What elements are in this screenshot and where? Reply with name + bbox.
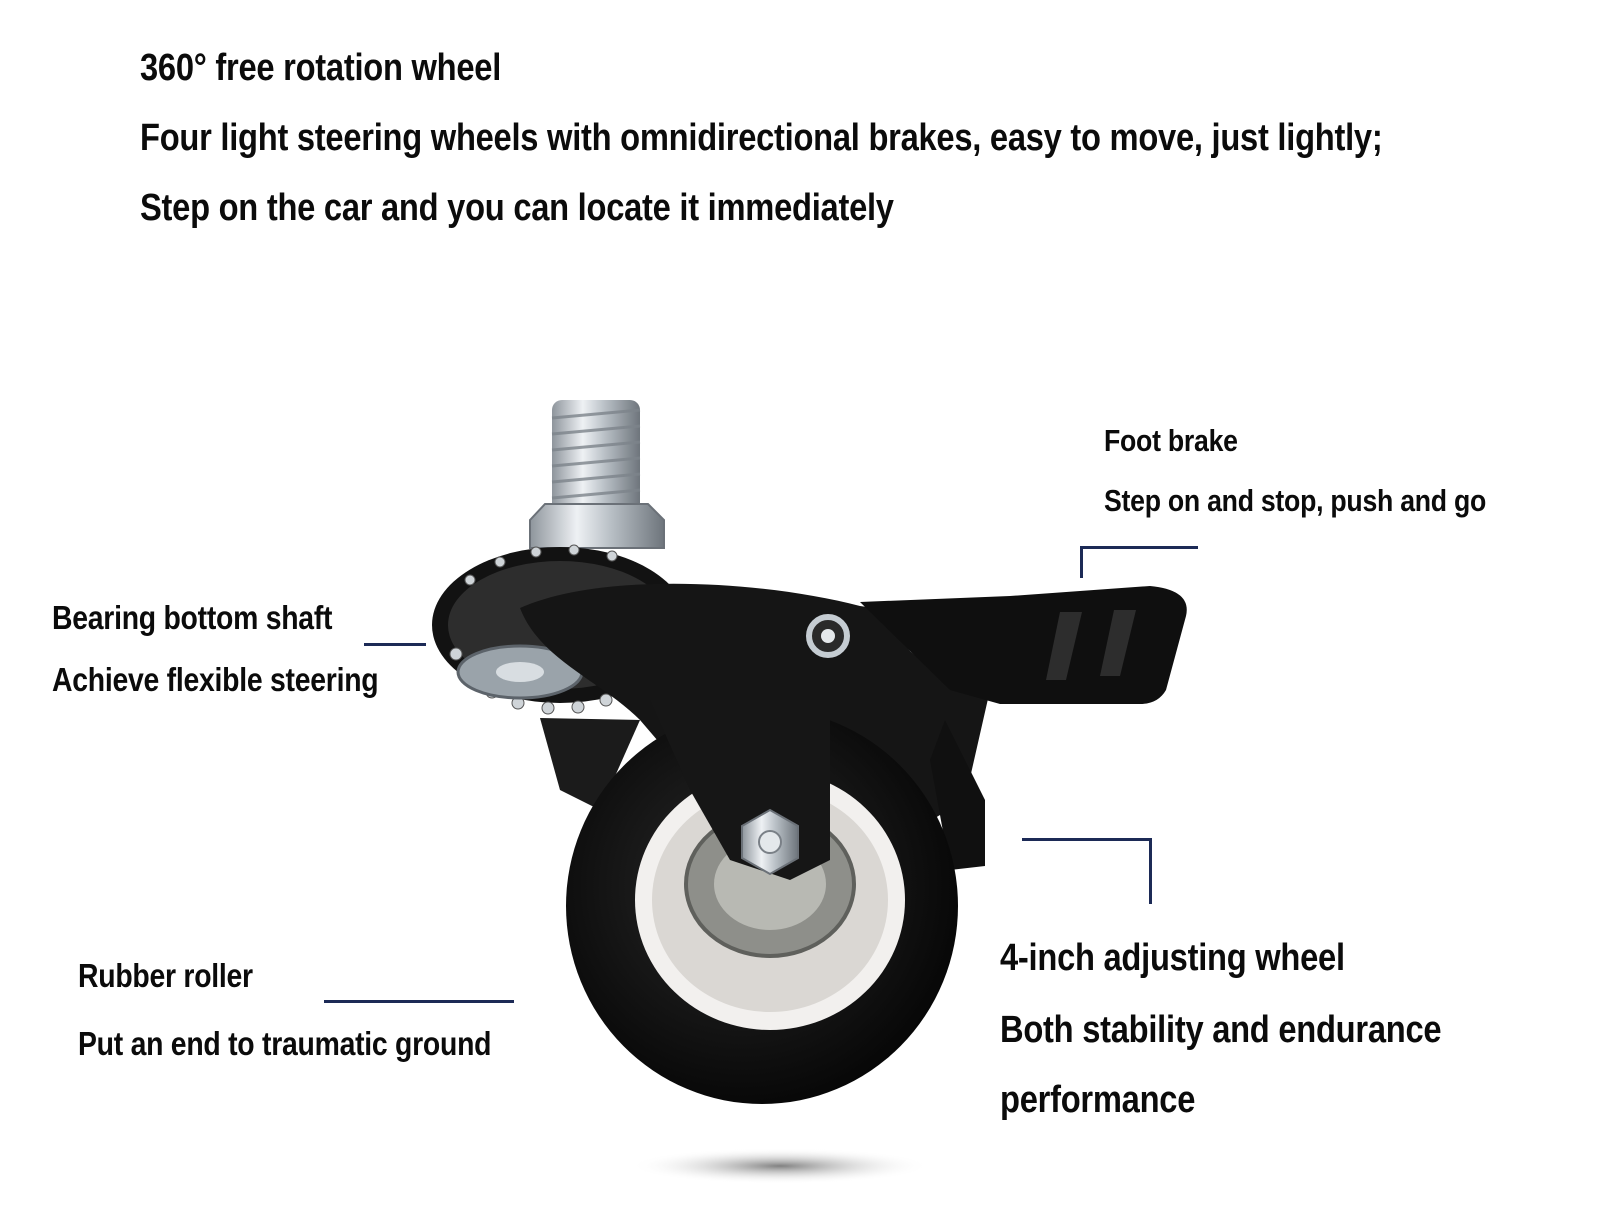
header-line-1: Four light steering wheels with omnidire… — [140, 117, 1383, 159]
roller-title: Rubber roller — [78, 957, 253, 994]
floor-shadow — [630, 1148, 930, 1184]
wheel-title: 4-inch adjusting wheel — [1000, 937, 1345, 979]
roller-desc: Put an end to traumatic ground — [78, 1025, 492, 1062]
axle-nut — [741, 808, 799, 876]
header-title: 360° free rotation wheel — [140, 47, 502, 89]
wheel-desc-1: Both stability and endurance — [1000, 1009, 1442, 1051]
leader-wheel-v — [1149, 838, 1152, 904]
leader-roller — [324, 1000, 514, 1003]
header-line-2: Step on the car and you can locate it im… — [140, 187, 894, 229]
wheel-desc-2: performance — [1000, 1079, 1196, 1121]
bearing-desc: Achieve flexible steering — [52, 661, 379, 698]
foot-brake-desc: Step on and stop, push and go — [1104, 483, 1487, 518]
leader-wheel-h — [1022, 838, 1152, 841]
leader-foot-brake-v — [1080, 546, 1083, 578]
foot-brake-pedal — [860, 586, 1187, 704]
threaded-stem — [529, 400, 665, 549]
bearing-title: Bearing bottom shaft — [52, 599, 333, 636]
leader-bearing — [364, 643, 426, 646]
foot-brake-title: Foot brake — [1104, 423, 1238, 458]
leader-foot-brake-h — [1080, 546, 1198, 549]
